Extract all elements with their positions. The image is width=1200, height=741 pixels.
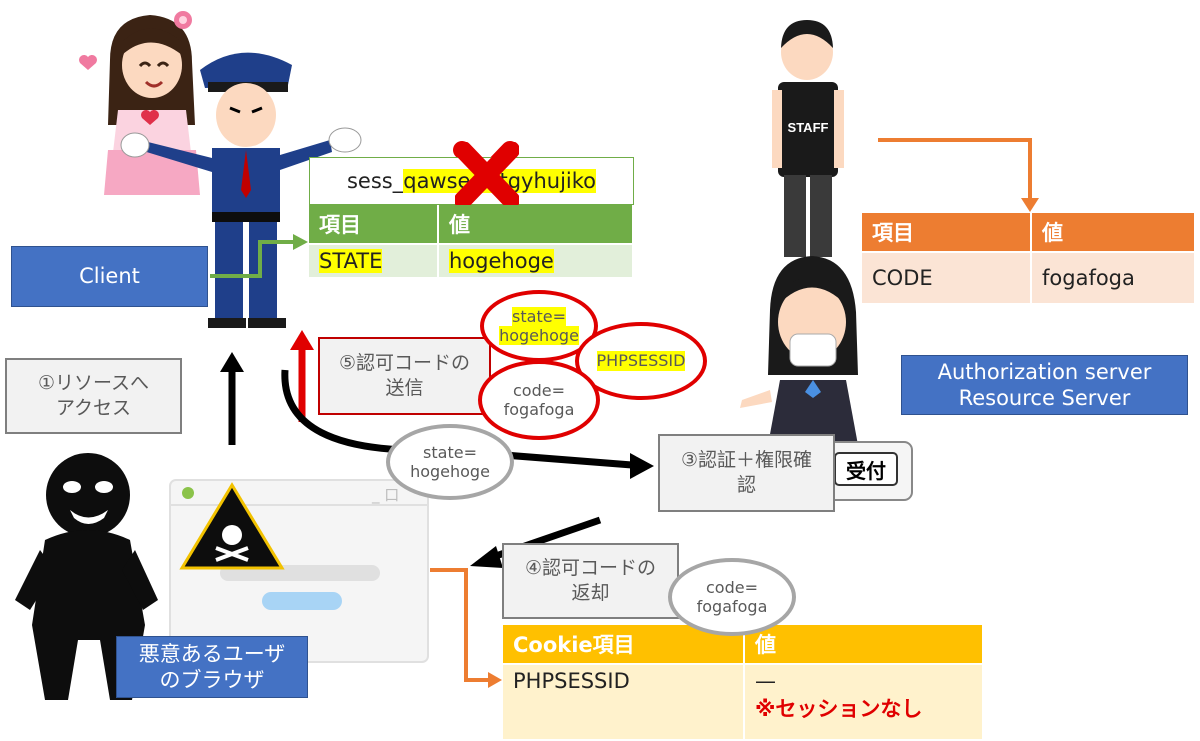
- step3-box: ③認証＋権限確 認: [658, 434, 835, 512]
- auth-server-line1: Authorization server: [937, 359, 1152, 384]
- client-table-header: 項目 値: [309, 205, 634, 245]
- receptionist-illustration: 受付: [740, 256, 913, 501]
- auth-table-header: 項目 値: [862, 213, 1196, 253]
- girl-illustration: [79, 11, 200, 195]
- bubble-state-mid: state= hogehoge: [386, 424, 514, 500]
- bubble-state-mid-line1: state=: [423, 442, 477, 462]
- arrow-client-to-table: [210, 234, 308, 278]
- client-label: Client: [79, 264, 140, 289]
- auth-table-code-key: CODE: [862, 252, 1032, 305]
- cookie-table-header-value: 値: [744, 625, 984, 665]
- cookie-table: Cookie項目 値 PHPSESSID — ※セッションなし: [503, 625, 984, 741]
- step5-line2: 送信: [385, 377, 424, 399]
- cookie-table-phpsessid-key: PHPSESSID: [503, 664, 745, 741]
- bubble-code-top: code= fogafoga: [478, 360, 600, 440]
- bubble-state-mid-line2: hogehoge: [410, 462, 490, 481]
- bubble-code-top-line1: code=: [513, 380, 565, 400]
- bubble-code-bottom-line2: fogafoga: [696, 597, 768, 616]
- bubble-phpsessid-text: PHPSESSID: [596, 351, 686, 371]
- auth-table-code-value: fogafoga: [1031, 252, 1196, 305]
- cookie-table-header: Cookie項目 値: [503, 625, 984, 665]
- table-row: STATE hogehoge: [309, 244, 634, 279]
- step1-line2: アクセス: [55, 397, 132, 419]
- bubble-state-top-line2: hogehoge: [499, 326, 579, 346]
- staff-illustration: STAFF: [772, 20, 844, 257]
- browser-minimize-text: _ 口: [371, 486, 399, 505]
- step4-line1: ④認可コードの: [524, 557, 657, 580]
- bubble-state-top-line1: state=: [512, 306, 566, 326]
- auth-server-table: 項目 値 CODE fogafoga: [862, 213, 1196, 305]
- staff-shirt-text: STAFF: [788, 120, 829, 135]
- step4-box: ④認可コードの 返却: [502, 543, 679, 619]
- auth-table-header-item: 項目: [862, 213, 1032, 253]
- malicious-line2: のブラウザ: [159, 668, 265, 692]
- auth-server-label-box: Authorization server Resource Server: [901, 355, 1188, 415]
- bubble-code-bottom-line1: code=: [706, 577, 758, 597]
- table-row: CODE fogafoga: [862, 252, 1196, 305]
- session-prefix: sess_: [346, 169, 404, 193]
- table-row: PHPSESSID — ※セッションなし: [503, 664, 984, 741]
- step5-line1: ⑤認可コードの: [338, 352, 471, 375]
- step3-line2: 認: [736, 474, 756, 496]
- arrow-step1-up: [220, 352, 244, 445]
- cookie-table-no-session: ※セッションなし: [755, 697, 923, 721]
- client-table-header-value: 値: [438, 205, 634, 245]
- auth-table-header-value: 値: [1031, 213, 1196, 253]
- bubble-code-bottom: code= fogafoga: [668, 558, 796, 636]
- step4-line2: 返却: [571, 582, 610, 604]
- arrow-browser-to-cookie: [430, 568, 502, 688]
- malicious-browser-label-box: 悪意あるユーザ のブラウザ: [116, 636, 308, 698]
- step1-line1: ①リソースへ: [37, 372, 150, 395]
- step5-box: ⑤認可コードの 送信: [318, 337, 491, 415]
- guard-illustration: [120, 52, 362, 328]
- browser-illustration: _ 口: [169, 479, 429, 663]
- malicious-line1: 悪意あるユーザ: [138, 641, 286, 666]
- auth-server-line2: Resource Server: [958, 386, 1131, 410]
- client-session-table: 項目 値 STATE hogehoge: [309, 205, 634, 279]
- arrow-step5-up: [290, 330, 314, 422]
- arrow-staff-to-auth-table: [878, 138, 1039, 212]
- reception-sign-text: 受付: [846, 459, 886, 483]
- client-table-state-value: hogehoge: [449, 249, 554, 273]
- bubble-code-top-line2: fogafoga: [503, 400, 575, 419]
- step1-box: ①リソースへ アクセス: [5, 358, 182, 434]
- step3-line1: ③認証＋権限確: [680, 449, 813, 472]
- red-x-overlay: [455, 142, 519, 208]
- client-label-box: Client: [11, 246, 208, 307]
- client-table-header-item: 項目: [309, 205, 439, 245]
- client-table-state-key: STATE: [319, 249, 383, 273]
- cookie-table-phpsessid-value: —: [755, 669, 776, 693]
